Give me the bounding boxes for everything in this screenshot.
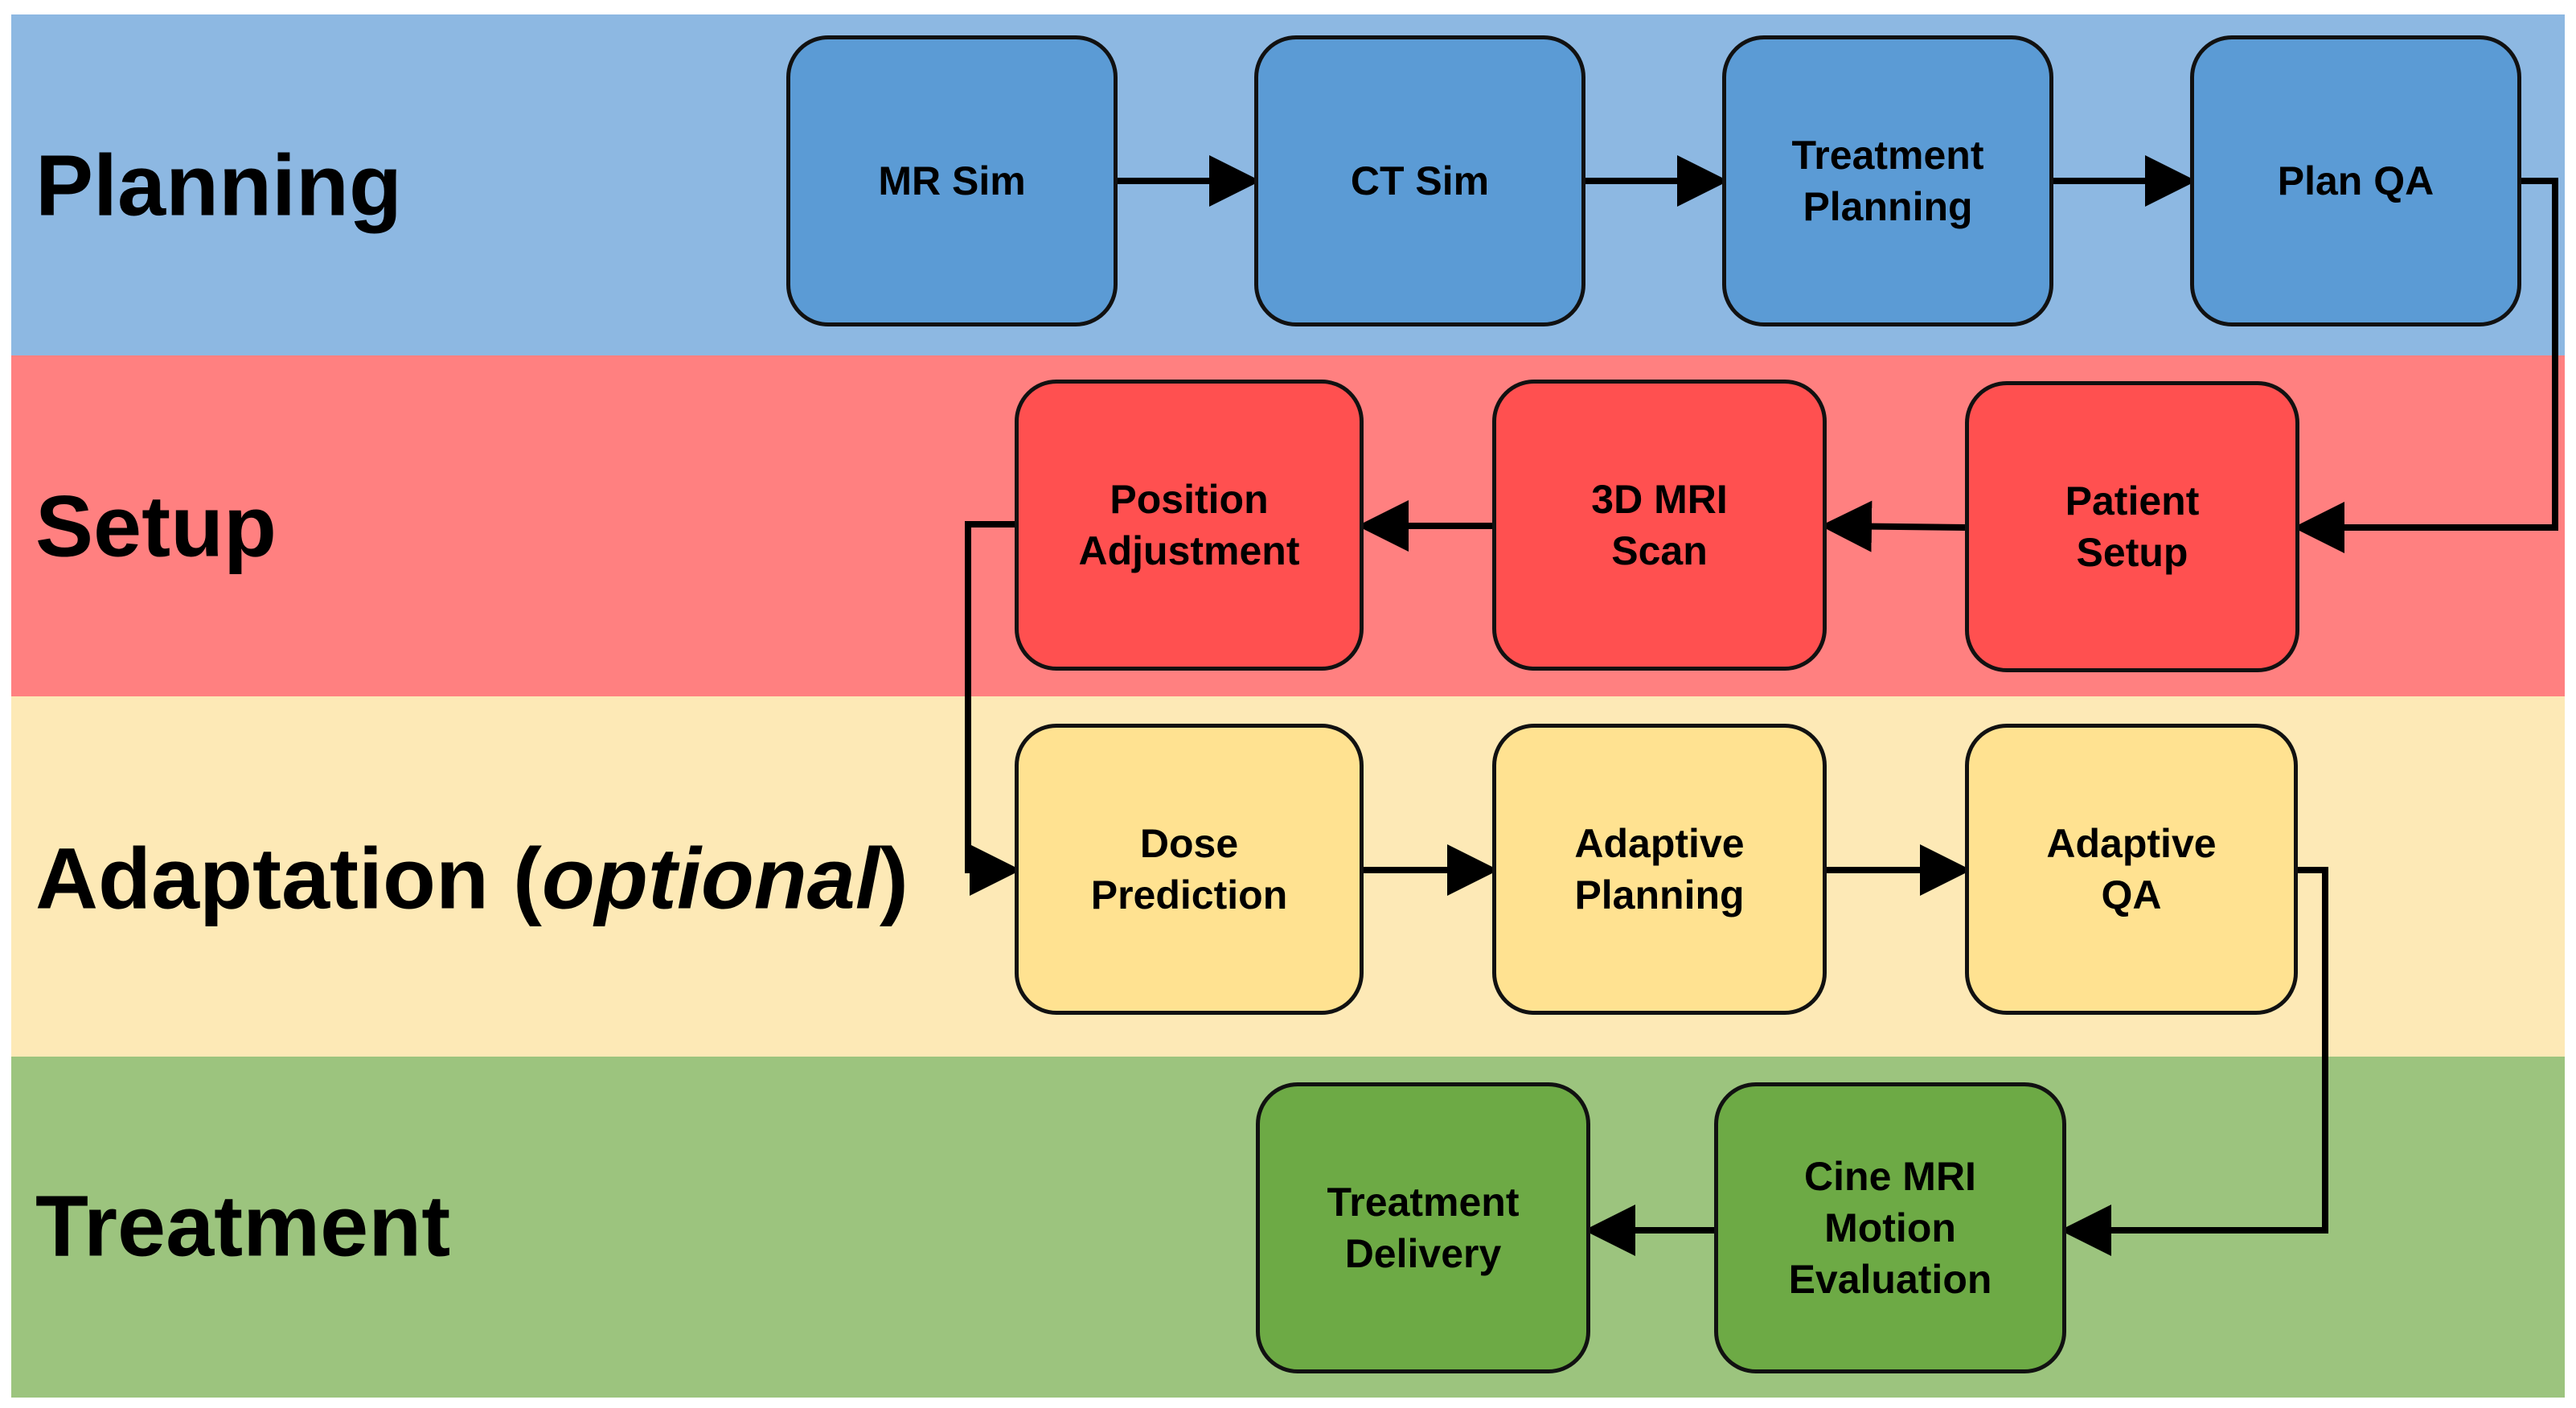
treatment-lane-label: Treatment: [35, 1176, 451, 1275]
mri-scan-3d-node: 3D MRI Scan: [1492, 380, 1827, 671]
ct-sim-node: CT Sim: [1254, 35, 1585, 326]
adaptive-qa-node: Adaptive QA: [1965, 724, 2298, 1015]
planning-lane-label: Planning: [35, 136, 402, 234]
cine-mri-label: Cine MRI Motion Evaluation: [1788, 1154, 1992, 1302]
patient-setup-node: Patient Setup: [1965, 381, 2299, 672]
plan-qa-node: Plan QA: [2190, 35, 2521, 326]
adaptation-label-close: ): [879, 829, 909, 927]
mri-scan-3d-label: 3D MRI Scan: [1591, 477, 1728, 573]
treatment-planning-node: Treatment Planning: [1722, 35, 2053, 326]
mr-sim-node: MR Sim: [786, 35, 1118, 326]
plan-qa-label: Plan QA: [2277, 158, 2434, 203]
ct-sim-label: CT Sim: [1350, 158, 1490, 203]
dose-prediction-node: Dose Prediction: [1015, 724, 1364, 1015]
position-adjustment-label: Position Adjustment: [1078, 477, 1300, 573]
adaptation-lane-label: Adaptation (optional): [35, 828, 909, 929]
dose-prediction-label: Dose Prediction: [1090, 821, 1288, 917]
treatment-delivery-node: Treatment Delivery: [1256, 1082, 1590, 1373]
position-adjustment-node: Position Adjustment: [1015, 380, 1364, 671]
setup-lane-label: Setup: [35, 477, 277, 575]
mr-sim-label: MR Sim: [878, 158, 1026, 203]
adaptive-planning-node: Adaptive Planning: [1492, 724, 1827, 1015]
treatment-planning-label: Treatment Planning: [1791, 133, 1984, 229]
adaptation-label-optional: optional: [541, 829, 880, 927]
patient-setup-label: Patient Setup: [2065, 478, 2200, 575]
adaptive-planning-label: Adaptive Planning: [1574, 821, 1745, 917]
adaptive-qa-label: Adaptive QA: [2046, 821, 2217, 917]
cine-mri-node: Cine MRI Motion Evaluation: [1714, 1082, 2066, 1373]
adaptation-label-text: Adaptation (: [35, 829, 542, 927]
treatment-delivery-label: Treatment Delivery: [1327, 1180, 1520, 1276]
